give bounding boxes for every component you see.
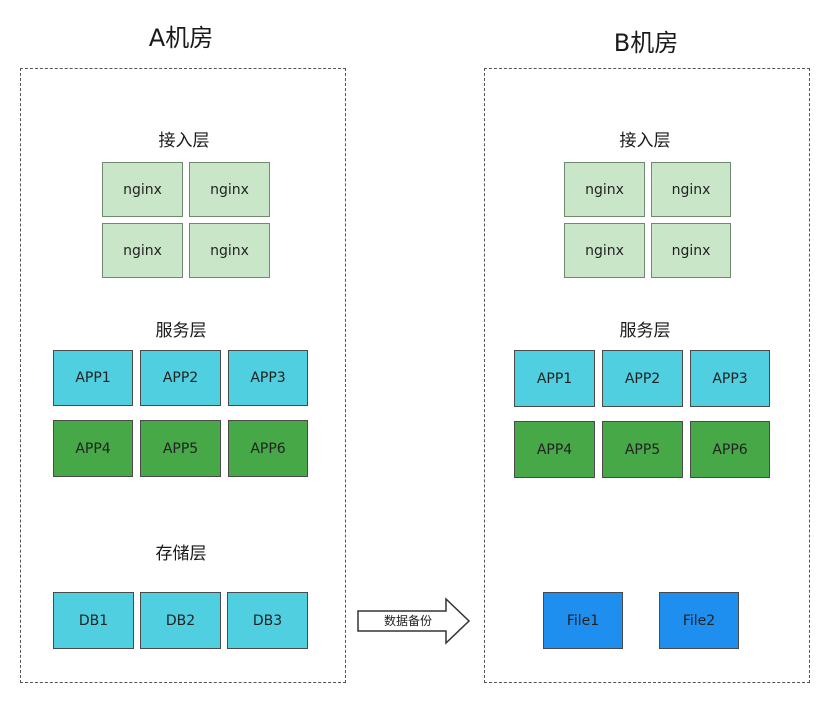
room-b-file2: File2: [659, 592, 739, 649]
room-a-app1: APP1: [53, 350, 133, 406]
room-b-app1: APP1: [514, 350, 595, 407]
room-b-nginx-2: nginx: [651, 162, 731, 217]
room-b-access-layer-title: 接入层: [619, 131, 671, 151]
arrow-label: 数据备份: [384, 614, 433, 628]
room-a-db2: DB2: [140, 592, 221, 649]
data-backup-arrow: 数据备份: [356, 597, 471, 645]
room-a-box: [20, 68, 346, 683]
room-b-app4: APP4: [514, 421, 595, 478]
room-b-app2: APP2: [602, 350, 683, 407]
room-a-app3: APP3: [228, 350, 308, 406]
room-b-app3: APP3: [690, 350, 770, 407]
room-a-service-layer-title: 服务层: [155, 321, 207, 341]
room-b-nginx-1: nginx: [564, 162, 645, 217]
room-b-app5: APP5: [602, 421, 683, 478]
room-a-app2: APP2: [140, 350, 221, 406]
room-a-nginx-3: nginx: [102, 223, 183, 278]
room-a-app5: APP5: [140, 420, 221, 477]
arrow-shape: [357, 597, 471, 645]
room-b-title: B机房: [613, 29, 679, 57]
room-a-access-layer-title: 接入层: [158, 131, 210, 151]
room-b-app6: APP6: [690, 421, 770, 478]
room-a-db3: DB3: [227, 592, 308, 649]
room-a-nginx-1: nginx: [102, 162, 183, 217]
room-b-nginx-4: nginx: [651, 223, 731, 278]
room-a-nginx-2: nginx: [189, 162, 270, 217]
room-a-title: A机房: [148, 24, 214, 52]
room-a-app6: APP6: [228, 420, 308, 477]
room-a-nginx-4: nginx: [189, 223, 270, 278]
room-b-file1: File1: [543, 592, 623, 649]
room-b-box: [484, 68, 810, 683]
room-b-service-layer-title: 服务层: [619, 321, 671, 341]
room-a-app4: APP4: [53, 420, 133, 477]
room-b-nginx-3: nginx: [564, 223, 645, 278]
room-a-db1: DB1: [53, 592, 134, 649]
room-a-storage-layer-title: 存储层: [155, 544, 207, 564]
